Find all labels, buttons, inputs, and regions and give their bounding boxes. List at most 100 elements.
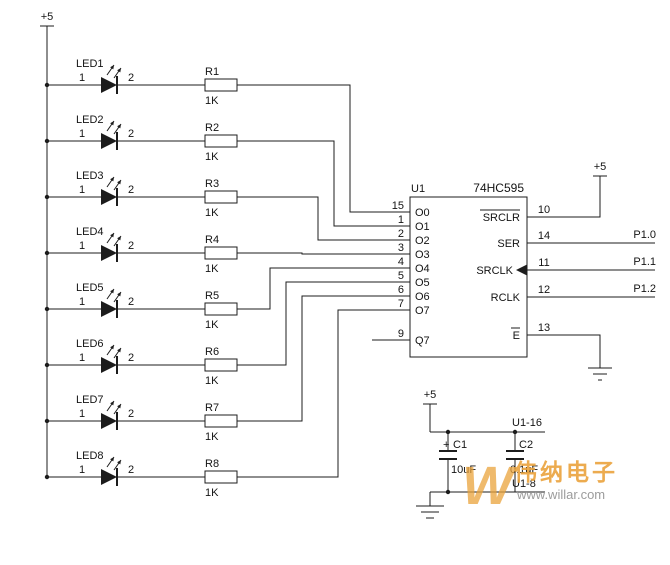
resistor-symbol	[204, 470, 238, 484]
pin-number: 2	[398, 228, 404, 240]
ic-part-number: 74HC595	[473, 181, 524, 195]
pin-number: 13	[538, 322, 550, 334]
pin-name: E	[513, 330, 520, 342]
led-emission-arrows	[106, 400, 122, 415]
led-row: LED1 1 2 R1 1K	[44, 58, 238, 107]
led-emission-arrows	[106, 344, 122, 359]
led-ref: LED4	[76, 226, 104, 238]
led-row: LED2 1 2 R2 1K	[44, 114, 238, 163]
led-emission-arrows	[106, 456, 122, 471]
pin-number: 15	[392, 200, 404, 212]
resistor-symbol	[204, 246, 238, 260]
net-label-u1-16: U1-16	[512, 417, 542, 429]
resistor-ref: R1	[205, 66, 219, 78]
pin-number: 1	[398, 214, 404, 226]
led-row: LED3 1 2 R3 1K	[44, 170, 238, 219]
led-pin1-number: 1	[79, 352, 85, 364]
led-pin1-number: 1	[79, 296, 85, 308]
led-emission-arrows	[106, 120, 122, 135]
led-emission-arrows	[106, 232, 122, 247]
pin-name: SER	[497, 238, 520, 250]
pin-number: 5	[398, 270, 404, 282]
pin-name: O6	[415, 291, 430, 303]
pin-number: 6	[398, 284, 404, 296]
led-symbol	[101, 133, 117, 149]
wire-o7	[237, 309, 410, 478]
net-label-p1-1: P1.1	[633, 256, 656, 268]
led-symbol	[101, 189, 117, 205]
net-label-p1-2: P1.2	[633, 283, 656, 295]
led-row: LED5 1 2 R5 1K	[44, 282, 238, 331]
pin-number: 12	[538, 284, 550, 296]
led-ref: LED6	[76, 338, 104, 350]
c1-ref: C1	[453, 439, 467, 451]
led-emission-arrows	[106, 176, 122, 191]
led-ref: LED8	[76, 450, 104, 462]
wire-srclr-vcc	[527, 176, 601, 218]
resistor-symbol	[204, 358, 238, 372]
pin-name: O7	[415, 305, 430, 317]
pin-name: Q7	[415, 335, 430, 347]
led-pin2-number: 2	[128, 184, 134, 196]
clock-wedge-icon	[516, 264, 527, 276]
wire-o4	[237, 267, 410, 310]
ground-symbol	[416, 505, 444, 519]
resistor-value: 1K	[205, 151, 219, 163]
resistor-value: 1K	[205, 207, 219, 219]
led-symbol	[101, 413, 117, 429]
led-ref: LED3	[76, 170, 104, 182]
wire-o1	[237, 140, 410, 227]
wire-e-gnd	[527, 334, 601, 368]
net-label-p1-0: P1.0	[633, 229, 656, 241]
ground-symbol	[588, 367, 612, 381]
led-emission-arrows	[106, 64, 122, 79]
resistor-value: 1K	[205, 319, 219, 331]
pin-name: O2	[415, 235, 430, 247]
pin-number: 3	[398, 242, 404, 254]
led-rows: LED1 1 2 R1 1K LED2 1 2 R2 1K	[44, 58, 238, 499]
resistor-value: 1K	[205, 487, 219, 499]
led-symbol	[101, 301, 117, 317]
resistor-ref: R4	[205, 234, 219, 246]
pin-number: 9	[398, 328, 404, 340]
capacitor-c1: + C1 10uF	[439, 432, 476, 492]
led-pin1-number: 1	[79, 184, 85, 196]
ic-body	[409, 196, 528, 358]
led-ref: LED1	[76, 58, 104, 70]
led-ref: LED5	[76, 282, 104, 294]
resistor-ref: R3	[205, 178, 219, 190]
pin-number: 14	[538, 230, 550, 242]
output-bus-wires	[237, 84, 410, 478]
pin-name: O5	[415, 277, 430, 289]
led-pin2-number: 2	[128, 464, 134, 476]
led-row: LED8 1 2 R8 1K	[44, 450, 238, 499]
led-symbol	[101, 245, 117, 261]
resistor-ref: R8	[205, 458, 219, 470]
resistor-value: 1K	[205, 431, 219, 443]
control-nets: +5 P1.0 P1.1 P1.2	[527, 161, 656, 381]
watermark: W 伟纳电子 www.willar.com	[462, 456, 615, 516]
resistor-value: 1K	[205, 263, 219, 275]
led-row: LED4 1 2 R4 1K	[44, 226, 238, 275]
vcc-label: +5	[41, 11, 54, 23]
wire-o2	[237, 196, 410, 241]
led-pin1-number: 1	[79, 128, 85, 140]
ic-74hc595: U1 74HC595 15 1 2 3 4 5 6 7 9 O0 O1 O2 O…	[372, 181, 550, 358]
led-pin1-number: 1	[79, 240, 85, 252]
wire-o3	[237, 252, 410, 255]
resistor-symbol	[204, 78, 238, 92]
led-ref: LED2	[76, 114, 104, 126]
led-symbol	[101, 357, 117, 373]
wire-o0	[237, 84, 410, 213]
watermark-url: www.willar.com	[516, 487, 605, 502]
resistor-symbol	[204, 414, 238, 428]
led-pin1-number: 1	[79, 72, 85, 84]
resistor-value: 1K	[205, 95, 219, 107]
pin-number: 10	[538, 204, 550, 216]
resistor-value: 1K	[205, 375, 219, 387]
pin-number: 11	[538, 257, 549, 269]
led-pin2-number: 2	[128, 296, 134, 308]
led-symbol	[101, 77, 117, 93]
led-pin2-number: 2	[128, 72, 134, 84]
